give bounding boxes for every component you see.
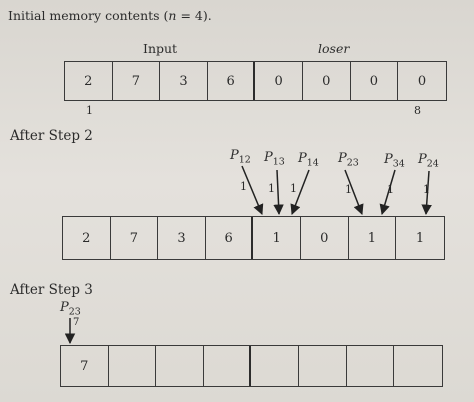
pointer-value: 1 — [387, 183, 394, 196]
arrow-p13 — [273, 169, 284, 216]
memory-cell: 1 — [349, 217, 397, 259]
memory-cell: 3 — [158, 217, 206, 259]
memory-cell: 7 — [113, 62, 161, 100]
memory-cell: 2 — [65, 62, 113, 100]
pointer-value: 1 — [290, 182, 297, 195]
pointer-p13: P13 — [264, 150, 285, 168]
initial-memory-title: Initial memory contents (n = 4). — [8, 8, 212, 23]
arrow-p24 — [421, 170, 432, 216]
memory-cell — [109, 346, 157, 386]
pointer-p23: P23 — [338, 151, 359, 169]
arrow-p14 — [290, 169, 310, 215]
arrow-p23 — [344, 169, 364, 215]
pointer-p14: P14 — [298, 151, 319, 169]
arrow-p34 — [379, 169, 396, 216]
memory-cell — [156, 346, 204, 386]
pointer-p34: P34 — [384, 152, 405, 170]
memory-cell: 0 — [255, 62, 303, 100]
memory-cell — [251, 346, 299, 386]
pointer-p24: P24 — [418, 152, 439, 170]
memory-cell: 0 — [351, 62, 399, 100]
index-end: 8 — [414, 104, 421, 117]
pointer-value: 1 — [345, 183, 352, 196]
memory-cell: 3 — [160, 62, 208, 100]
memory-cell: 0 — [417, 73, 427, 89]
memory-cell: 0 — [301, 217, 349, 259]
arrow-p12 — [241, 165, 264, 215]
memory-cell: 0 — [303, 62, 351, 100]
memory-cell — [204, 346, 252, 386]
memory-cell: 6 — [208, 62, 256, 100]
memory-cell: 7 — [111, 217, 159, 259]
pointer-value: 1 — [268, 182, 275, 195]
pointer-p23-step3: P23 — [60, 300, 81, 318]
memory-cell: 1 — [253, 217, 301, 259]
input-label: Input — [143, 41, 178, 56]
step3-memory-row: 7 — [60, 345, 443, 387]
memory-cell: 1 — [415, 230, 425, 246]
index-start: 1 — [86, 104, 93, 117]
step2-memory-row: 2 7 3 6 1 0 1 1 — [62, 216, 445, 260]
pointer-value: 7 — [73, 317, 80, 328]
memory-cell — [299, 346, 347, 386]
step3-heading: After Step 3 — [10, 282, 93, 298]
loser-label: loser — [318, 41, 350, 56]
memory-cell: 6 — [206, 217, 254, 259]
pointer-p12: P12 — [230, 148, 251, 166]
pointer-value: 1 — [423, 183, 430, 196]
memory-cell: 2 — [63, 217, 111, 259]
initial-memory-row: 2 7 3 6 0 0 0 0 — [64, 61, 447, 101]
pointer-value: 1 — [240, 180, 247, 193]
step2-heading: After Step 2 — [10, 128, 93, 144]
memory-cell: 7 — [61, 346, 109, 386]
memory-cell — [347, 346, 395, 386]
